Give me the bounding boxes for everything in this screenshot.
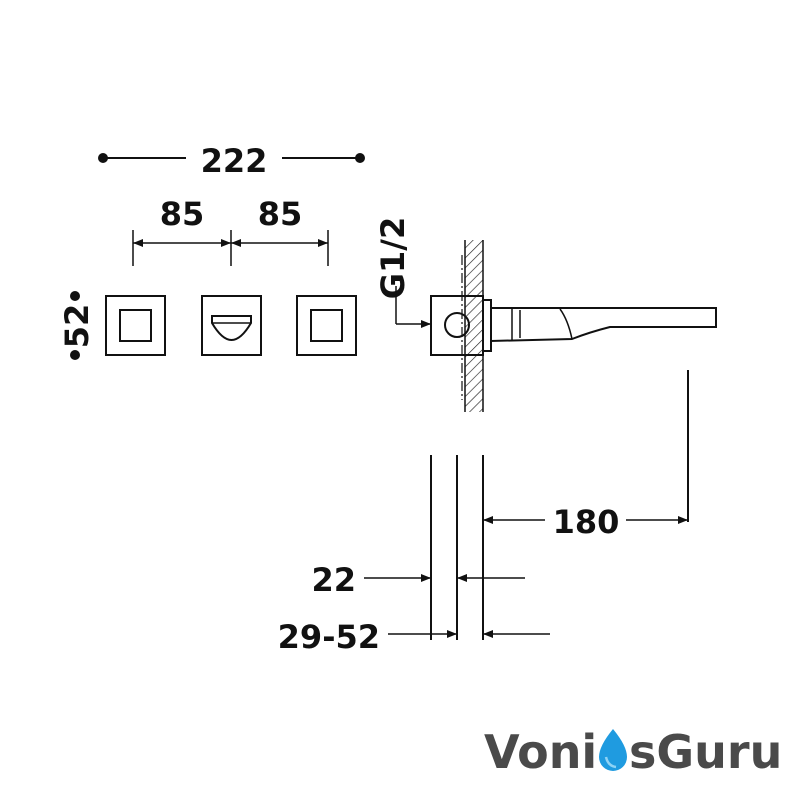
dimension-spout-length: 180 (483, 503, 688, 541)
dimension-wall-range: 29-52 (278, 618, 550, 656)
voniosguru-logo: Voni sGuru (484, 725, 782, 779)
dimension-plate-thickness-label: 22 (311, 561, 356, 599)
dimension-spacing: 85 85 (132, 195, 329, 266)
dimension-thread: G1/2 (374, 217, 431, 328)
valve-body (430, 295, 492, 356)
control-plate-spout (201, 295, 262, 356)
dimension-plate-height-label: 52 (58, 304, 96, 349)
control-plate-left (105, 295, 166, 356)
dimension-thread-label: G1/2 (374, 217, 412, 299)
dimension-total-width: 222 (98, 142, 365, 180)
dimension-spacing-right-label: 85 (258, 195, 303, 233)
dimension-total-width-label: 222 (201, 142, 268, 180)
dimension-spout-length-label: 180 (553, 503, 620, 541)
dimension-plate-height: 52 (58, 291, 96, 360)
dimension-spacing-left-label: 85 (160, 195, 205, 233)
wall-section (461, 240, 484, 412)
logo-text-part1: Voni (484, 725, 597, 779)
dimension-wall-range-label: 29-52 (278, 618, 380, 656)
water-drop-icon (599, 729, 627, 771)
control-plate-right (296, 295, 357, 356)
logo-text-part2: sGuru (629, 725, 782, 779)
extension-lines (430, 370, 689, 640)
spout (490, 307, 717, 343)
dimension-plate-thickness: 22 (311, 561, 525, 599)
